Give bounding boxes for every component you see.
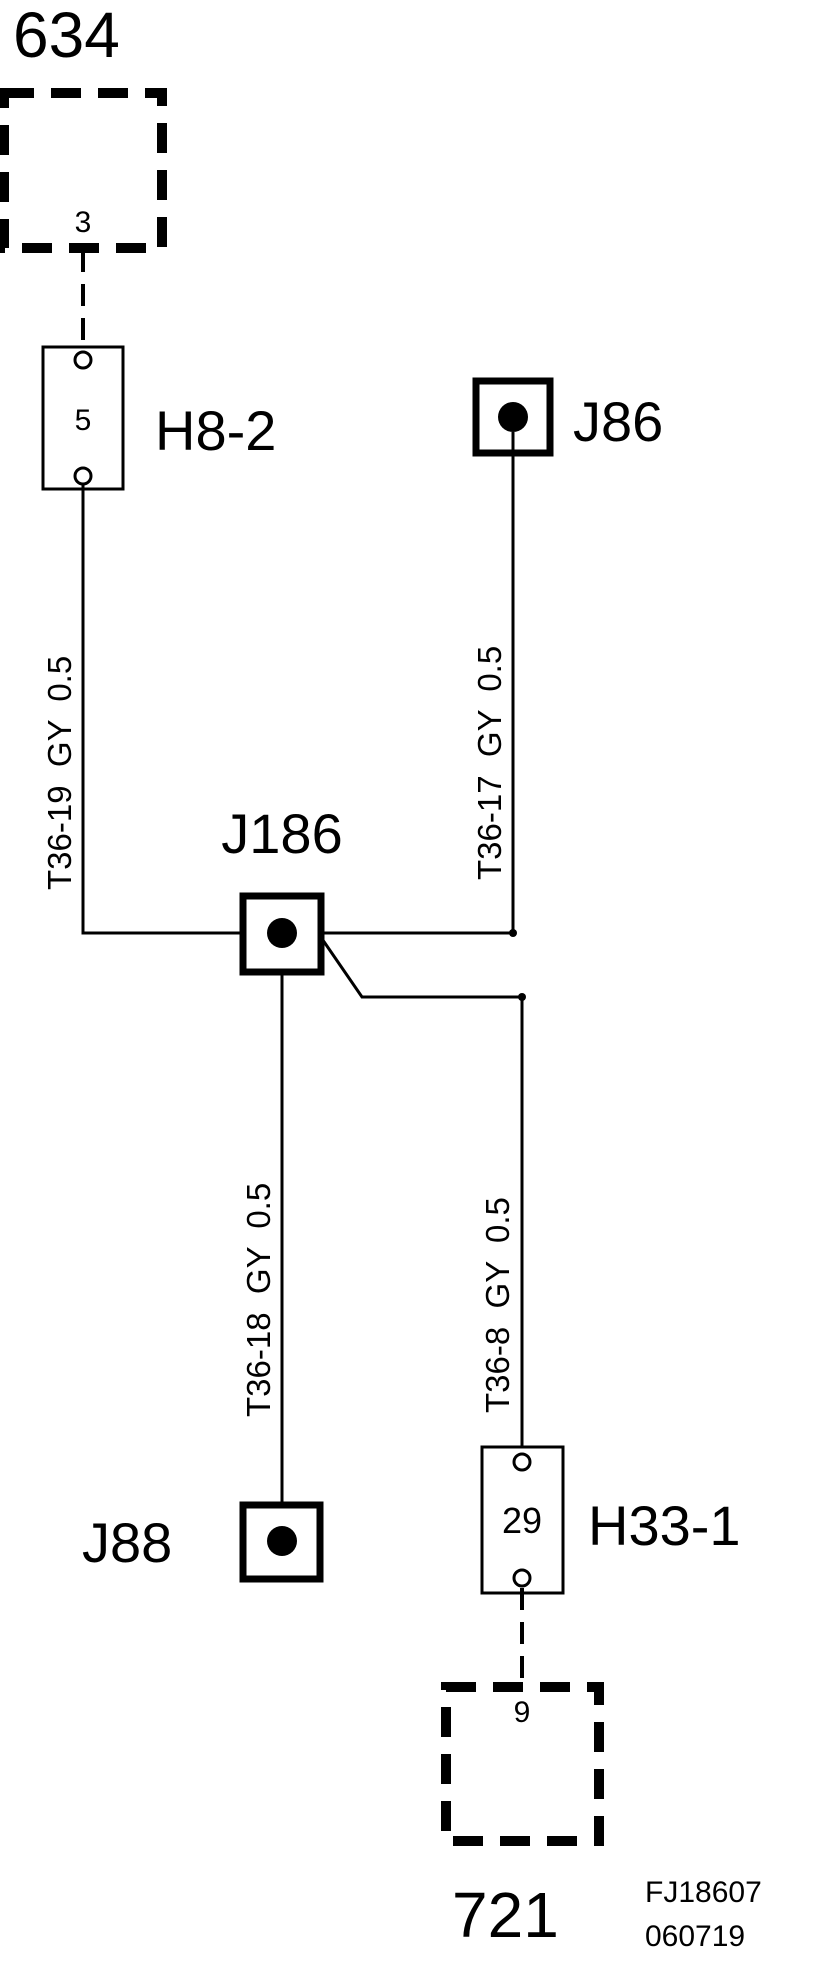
wire-t36-17-node <box>509 929 517 937</box>
splice-j88-dot <box>267 1526 297 1556</box>
wire-t36-8 <box>316 932 524 1447</box>
block-634-frame <box>0 88 167 253</box>
wire-label-t36-17: T36-17 GY 0.5 <box>471 646 508 880</box>
block-721-frame <box>441 1682 604 1846</box>
connector-h33-1-label: H33-1 <box>588 1494 741 1557</box>
block-634-label: 634 <box>13 0 120 71</box>
splice-j86-label: J86 <box>573 390 663 453</box>
splice-j88[interactable]: J88 <box>82 1501 324 1583</box>
splice-j186-label: J186 <box>221 802 342 865</box>
block-721[interactable]: 9 721 <box>441 1682 604 1951</box>
connector-h33-1-pin-top <box>512 1452 532 1472</box>
wire-t36-8-node <box>518 993 526 1001</box>
splice-j86[interactable]: J86 <box>472 377 663 457</box>
splice-j86-dot <box>498 402 528 432</box>
splice-j186-dot <box>267 918 297 948</box>
drawing-code: FJ18607 <box>645 1876 762 1909</box>
wire-label-t36-8: T36-8 GY 0.5 <box>479 1197 516 1413</box>
connector-h8-2-pin: 5 <box>75 404 92 437</box>
splice-j88-label: J88 <box>82 1511 172 1574</box>
block-721-label: 721 <box>452 1879 559 1951</box>
connector-h8-2-body <box>41 345 125 491</box>
connector-h33-1-pin: 29 <box>502 1500 542 1541</box>
connector-h33-1-pin-bottom <box>512 1568 532 1588</box>
connector-h8-2[interactable]: 5 H8-2 <box>41 345 276 491</box>
wire-label-t36-18: T36-18 GY 0.5 <box>240 1183 277 1417</box>
splice-j186[interactable]: J186 <box>221 802 343 976</box>
block-634-pin: 3 <box>75 206 92 239</box>
wire-label-t36-19: T36-19 GY 0.5 <box>41 656 78 890</box>
connector-h33-1[interactable]: 29 H33-1 <box>480 1445 741 1595</box>
connector-h8-2-label: H8-2 <box>155 399 276 462</box>
drawing-date: 060719 <box>645 1920 745 1953</box>
connector-h8-2-pin-top <box>73 350 93 370</box>
connector-h8-2-pin-bottom <box>73 466 93 486</box>
wire-t36-19 <box>81 484 265 935</box>
block-721-pin: 9 <box>514 1696 531 1729</box>
splice-j88-box <box>239 1501 324 1583</box>
block-634[interactable]: 634 3 <box>0 0 167 253</box>
